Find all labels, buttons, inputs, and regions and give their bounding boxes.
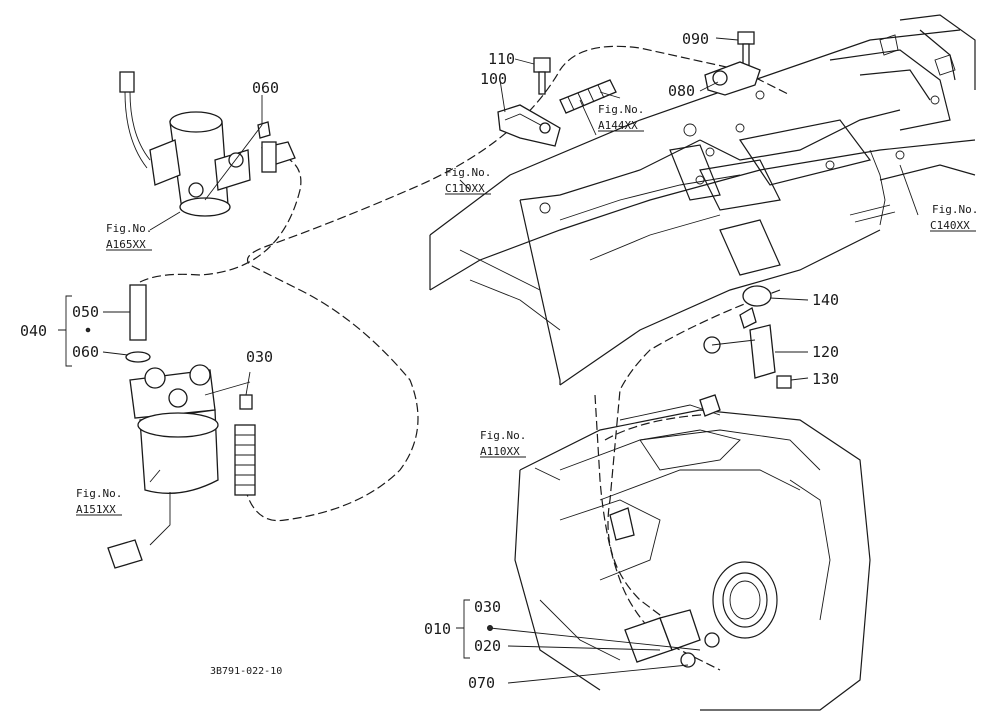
frame-drawing (429, 14, 976, 386)
figure-references: Fig.No. A144XX Fig.No. C110XX Fig.No. C1… (76, 103, 978, 516)
figref-c110-line1: Fig.No. (445, 166, 491, 179)
callout-050: 050 (72, 303, 99, 321)
figref-a144-line2: A144XX (598, 119, 638, 132)
bracket-parts-drawing (497, 31, 792, 668)
drawing-number: 3B791-022-10 (210, 666, 282, 677)
callout-060-top: 060 (252, 79, 279, 97)
figref-a151-line2: A151XX (76, 503, 116, 516)
fuel-tank-drawing (514, 404, 871, 711)
fuel-filter-drawing (107, 141, 277, 569)
fuel-pump-drawing (119, 71, 296, 217)
figref-c110-line2: C110XX (445, 182, 485, 195)
figref-a165-line1: Fig.No. (106, 222, 152, 235)
callout-030-mid: 030 (246, 348, 273, 366)
callout-140: 140 (812, 291, 839, 309)
leader-lines (58, 37, 919, 684)
callout-070: 070 (468, 674, 495, 692)
figref-a110-line2: A110XX (480, 445, 520, 458)
callout-labels: 110 100 090 080 060 050 040 060 030 140 … (20, 30, 839, 692)
figref-c140-line2: C140XX (930, 219, 970, 232)
callout-030-bot: 030 (474, 598, 501, 616)
figref-a165-line2: A165XX (106, 238, 146, 251)
callout-090: 090 (682, 30, 709, 48)
callout-080: 080 (668, 82, 695, 100)
figref-c140-line1: Fig.No. (932, 203, 978, 216)
figref-a151-line1: Fig.No. (76, 487, 122, 500)
fuel-lines (139, 45, 791, 671)
callout-120: 120 (812, 343, 839, 361)
figref-a110-line1: Fig.No. (480, 429, 526, 442)
callout-010: 010 (424, 620, 451, 638)
callout-020: 020 (474, 637, 501, 655)
callout-110: 110 (488, 50, 515, 68)
callout-040: 040 (20, 322, 47, 340)
figref-a144-line1: Fig.No. (598, 103, 644, 116)
callout-100: 100 (480, 70, 507, 88)
callout-060-mid: 060 (72, 343, 99, 361)
callout-130: 130 (812, 370, 839, 388)
